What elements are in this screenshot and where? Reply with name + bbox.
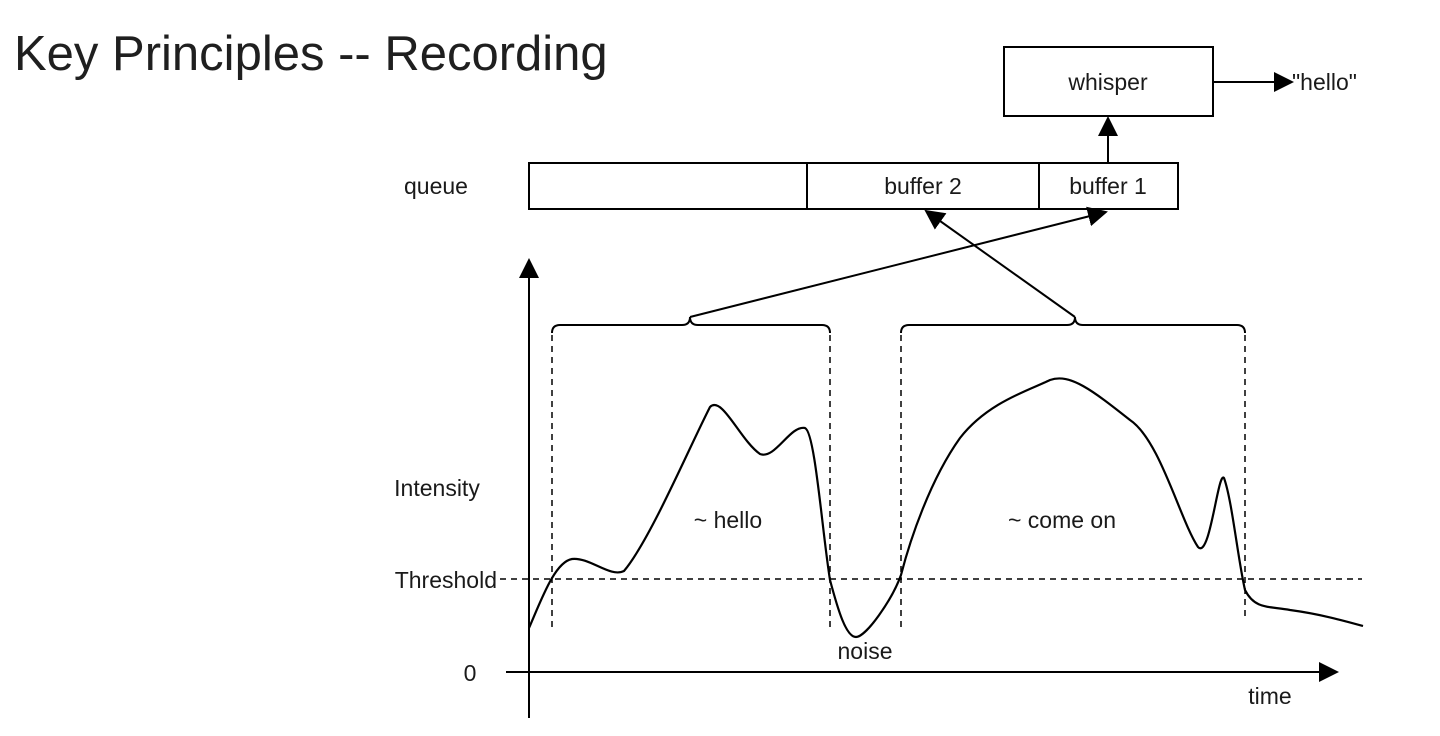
whisper-box	[1003, 46, 1214, 117]
intensity-curve	[527, 377, 1364, 639]
y-axis-label: Intensity	[394, 475, 480, 501]
buffer-2-label: buffer 2	[884, 173, 962, 199]
page-title: Key Principles -- Recording	[14, 27, 608, 81]
buffer-1-slot	[1038, 162, 1179, 210]
queue-label: queue	[404, 173, 468, 199]
zero-label: 0	[464, 660, 477, 686]
buffer-2-slot	[806, 162, 1040, 210]
segment-1-brace	[551, 316, 831, 334]
segment-2-brace	[900, 316, 1246, 334]
threshold-label: Threshold	[395, 567, 497, 593]
segment-1-label: ~ hello	[694, 507, 762, 533]
whisper-label: whisper	[1067, 69, 1148, 95]
noise-label: noise	[838, 638, 893, 664]
queue-empty-slot	[528, 162, 808, 210]
buffer-1-label: buffer 1	[1069, 173, 1147, 199]
segment-2-label: ~ come on	[1008, 507, 1116, 533]
output-label: "hello"	[1292, 69, 1357, 95]
segment-2-to-buffer-2-arrow	[924, 209, 1076, 318]
segment-1-to-buffer-1-arrow	[689, 206, 1108, 318]
x-axis-label: time	[1248, 683, 1291, 709]
